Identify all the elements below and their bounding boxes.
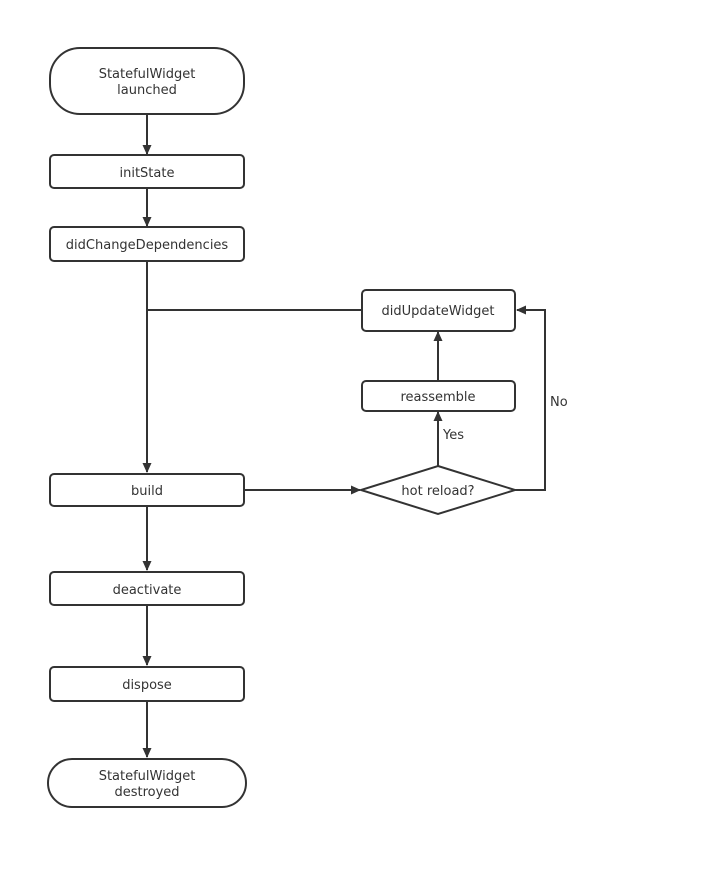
node-reassemble: reassemble bbox=[361, 380, 516, 412]
terminal-shape bbox=[49, 47, 245, 115]
edge-hotreload-no-to-didupdatewidget bbox=[515, 305, 546, 491]
node-label: initState bbox=[120, 166, 175, 181]
node-label: reassemble bbox=[400, 390, 475, 405]
node-launched: StatefulWidget launched bbox=[49, 47, 245, 115]
node-label: didUpdateWidget bbox=[382, 304, 495, 319]
node-label-line1: StatefulWidget bbox=[99, 67, 196, 82]
node-build: build bbox=[49, 473, 245, 507]
edge-label-no: No bbox=[550, 395, 568, 410]
node-label: dispose bbox=[122, 678, 172, 693]
node-didupdatewidget: didUpdateWidget bbox=[361, 289, 516, 332]
terminal-shape bbox=[47, 758, 247, 808]
node-label-line2: launched bbox=[117, 83, 177, 98]
node-label-line2: destroyed bbox=[114, 785, 179, 800]
connectors bbox=[142, 114, 546, 758]
process-shape bbox=[49, 226, 245, 262]
process-shape bbox=[49, 154, 245, 189]
node-initstate: initState bbox=[49, 154, 245, 189]
node-dispose: dispose bbox=[49, 666, 245, 702]
node-label-line1: StatefulWidget bbox=[99, 769, 196, 784]
node-deactivate: deactivate bbox=[49, 571, 245, 606]
process-shape bbox=[361, 289, 516, 332]
process-shape bbox=[361, 380, 516, 412]
node-label: didChangeDependencies bbox=[66, 238, 229, 253]
node-label: deactivate bbox=[113, 583, 182, 598]
edge-label-yes: Yes bbox=[442, 428, 464, 443]
node-label: build bbox=[131, 484, 163, 499]
node-didchangedependencies: didChangeDependencies bbox=[49, 226, 245, 262]
process-shape bbox=[49, 666, 245, 702]
decision-shape bbox=[357, 464, 519, 516]
node-destroyed: StatefulWidget destroyed bbox=[47, 758, 247, 808]
node-hotreload: hot reload? bbox=[357, 464, 519, 516]
process-shape bbox=[49, 571, 245, 606]
node-label: hot reload? bbox=[401, 484, 474, 499]
process-shape bbox=[49, 473, 245, 507]
